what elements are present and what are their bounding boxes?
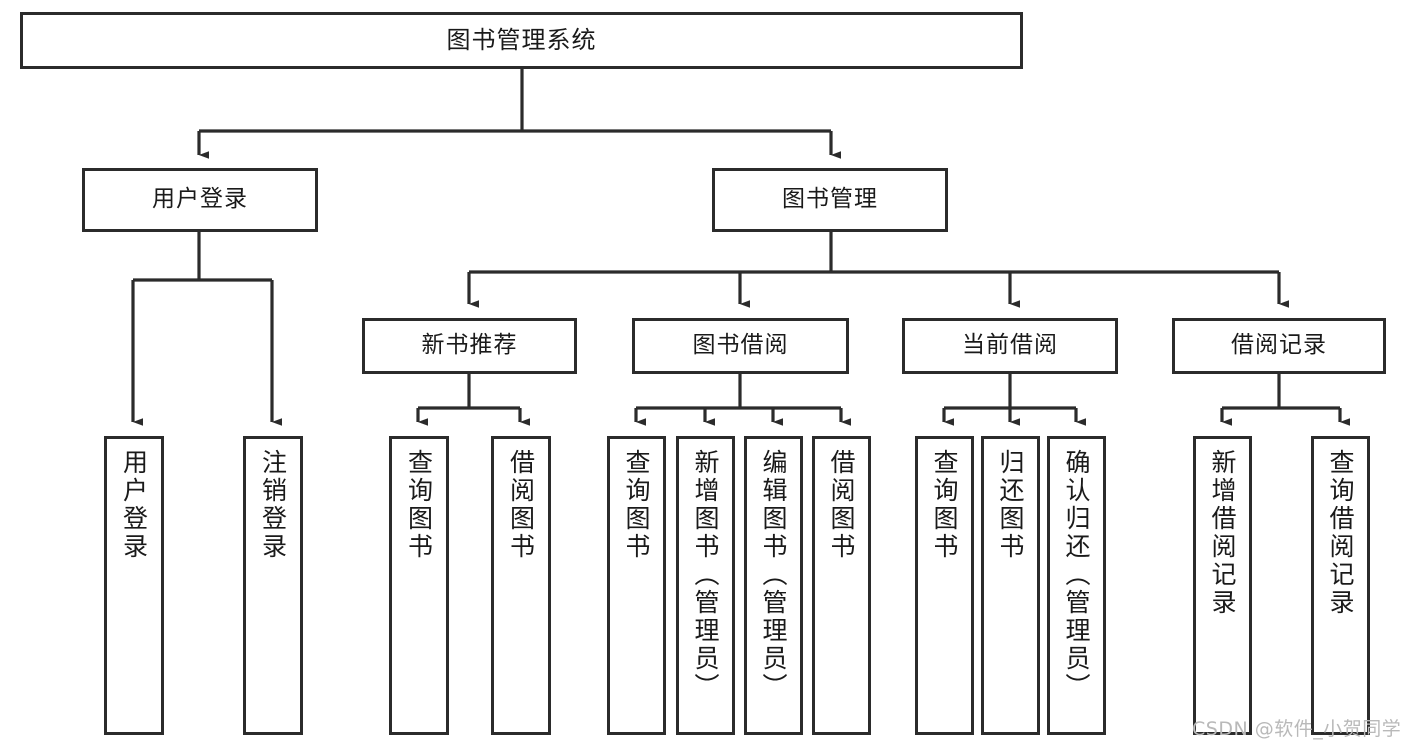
node-leaf-query-book-1[interactable]: 查询图书 [389, 436, 449, 735]
node-leaf-logout-login-label: 注销登录 [258, 449, 288, 561]
node-leaf-user-login[interactable]: 用户登录 [104, 436, 164, 735]
node-leaf-add-book-label: 新增图书（管理员） [691, 449, 720, 701]
node-user-login-label: 用户登录 [152, 186, 248, 213]
node-leaf-confirm-return-label: 确认归还（管理员） [1062, 449, 1091, 701]
node-leaf-borrow-book-2[interactable]: 借阅图书 [812, 436, 871, 735]
node-new-book-recommend-label: 新书推荐 [421, 332, 518, 359]
node-leaf-query-borrow-record-label: 查询借阅记录 [1326, 449, 1355, 617]
node-leaf-borrow-book-1[interactable]: 借阅图书 [491, 436, 551, 735]
node-book-management[interactable]: 图书管理 [712, 168, 948, 232]
node-leaf-query-book-1-label: 查询图书 [404, 449, 434, 561]
node-leaf-edit-book-label: 编辑图书（管理员） [759, 449, 788, 701]
node-leaf-return-book-label: 归还图书 [996, 449, 1025, 561]
node-leaf-query-book-3[interactable]: 查询图书 [915, 436, 974, 735]
node-leaf-user-login-label: 用户登录 [119, 449, 149, 561]
node-leaf-edit-book[interactable]: 编辑图书（管理员） [744, 436, 803, 735]
node-current-borrow-label: 当前借阅 [962, 332, 1058, 359]
node-current-borrow[interactable]: 当前借阅 [902, 318, 1118, 374]
node-borrow-record-label: 借阅记录 [1231, 332, 1327, 359]
node-book-management-label: 图书管理 [782, 186, 878, 213]
node-leaf-return-book[interactable]: 归还图书 [981, 436, 1040, 735]
node-leaf-add-borrow-record-label: 新增借阅记录 [1208, 449, 1237, 617]
node-leaf-query-borrow-record[interactable]: 查询借阅记录 [1311, 436, 1370, 735]
node-leaf-borrow-book-1-label: 借阅图书 [506, 449, 536, 561]
node-leaf-query-book-2[interactable]: 查询图书 [607, 436, 666, 735]
node-leaf-add-book[interactable]: 新增图书（管理员） [676, 436, 735, 735]
node-leaf-borrow-book-2-label: 借阅图书 [827, 449, 856, 561]
node-borrow-record[interactable]: 借阅记录 [1172, 318, 1386, 374]
node-leaf-logout-login[interactable]: 注销登录 [243, 436, 303, 735]
node-book-borrow-label: 图书借阅 [692, 332, 789, 359]
watermark-text: CSDN @软件_小贺同学 [1192, 718, 1402, 740]
node-book-borrow[interactable]: 图书借阅 [632, 318, 849, 374]
node-user-login[interactable]: 用户登录 [82, 168, 318, 232]
node-leaf-query-book-2-label: 查询图书 [622, 449, 651, 561]
node-leaf-confirm-return[interactable]: 确认归还（管理员） [1047, 436, 1106, 735]
node-root-system[interactable]: 图书管理系统 [20, 12, 1023, 69]
node-root-system-label: 图书管理系统 [446, 26, 597, 55]
node-leaf-query-book-3-label: 查询图书 [930, 449, 959, 561]
node-leaf-add-borrow-record[interactable]: 新增借阅记录 [1193, 436, 1252, 735]
node-new-book-recommend[interactable]: 新书推荐 [362, 318, 577, 374]
